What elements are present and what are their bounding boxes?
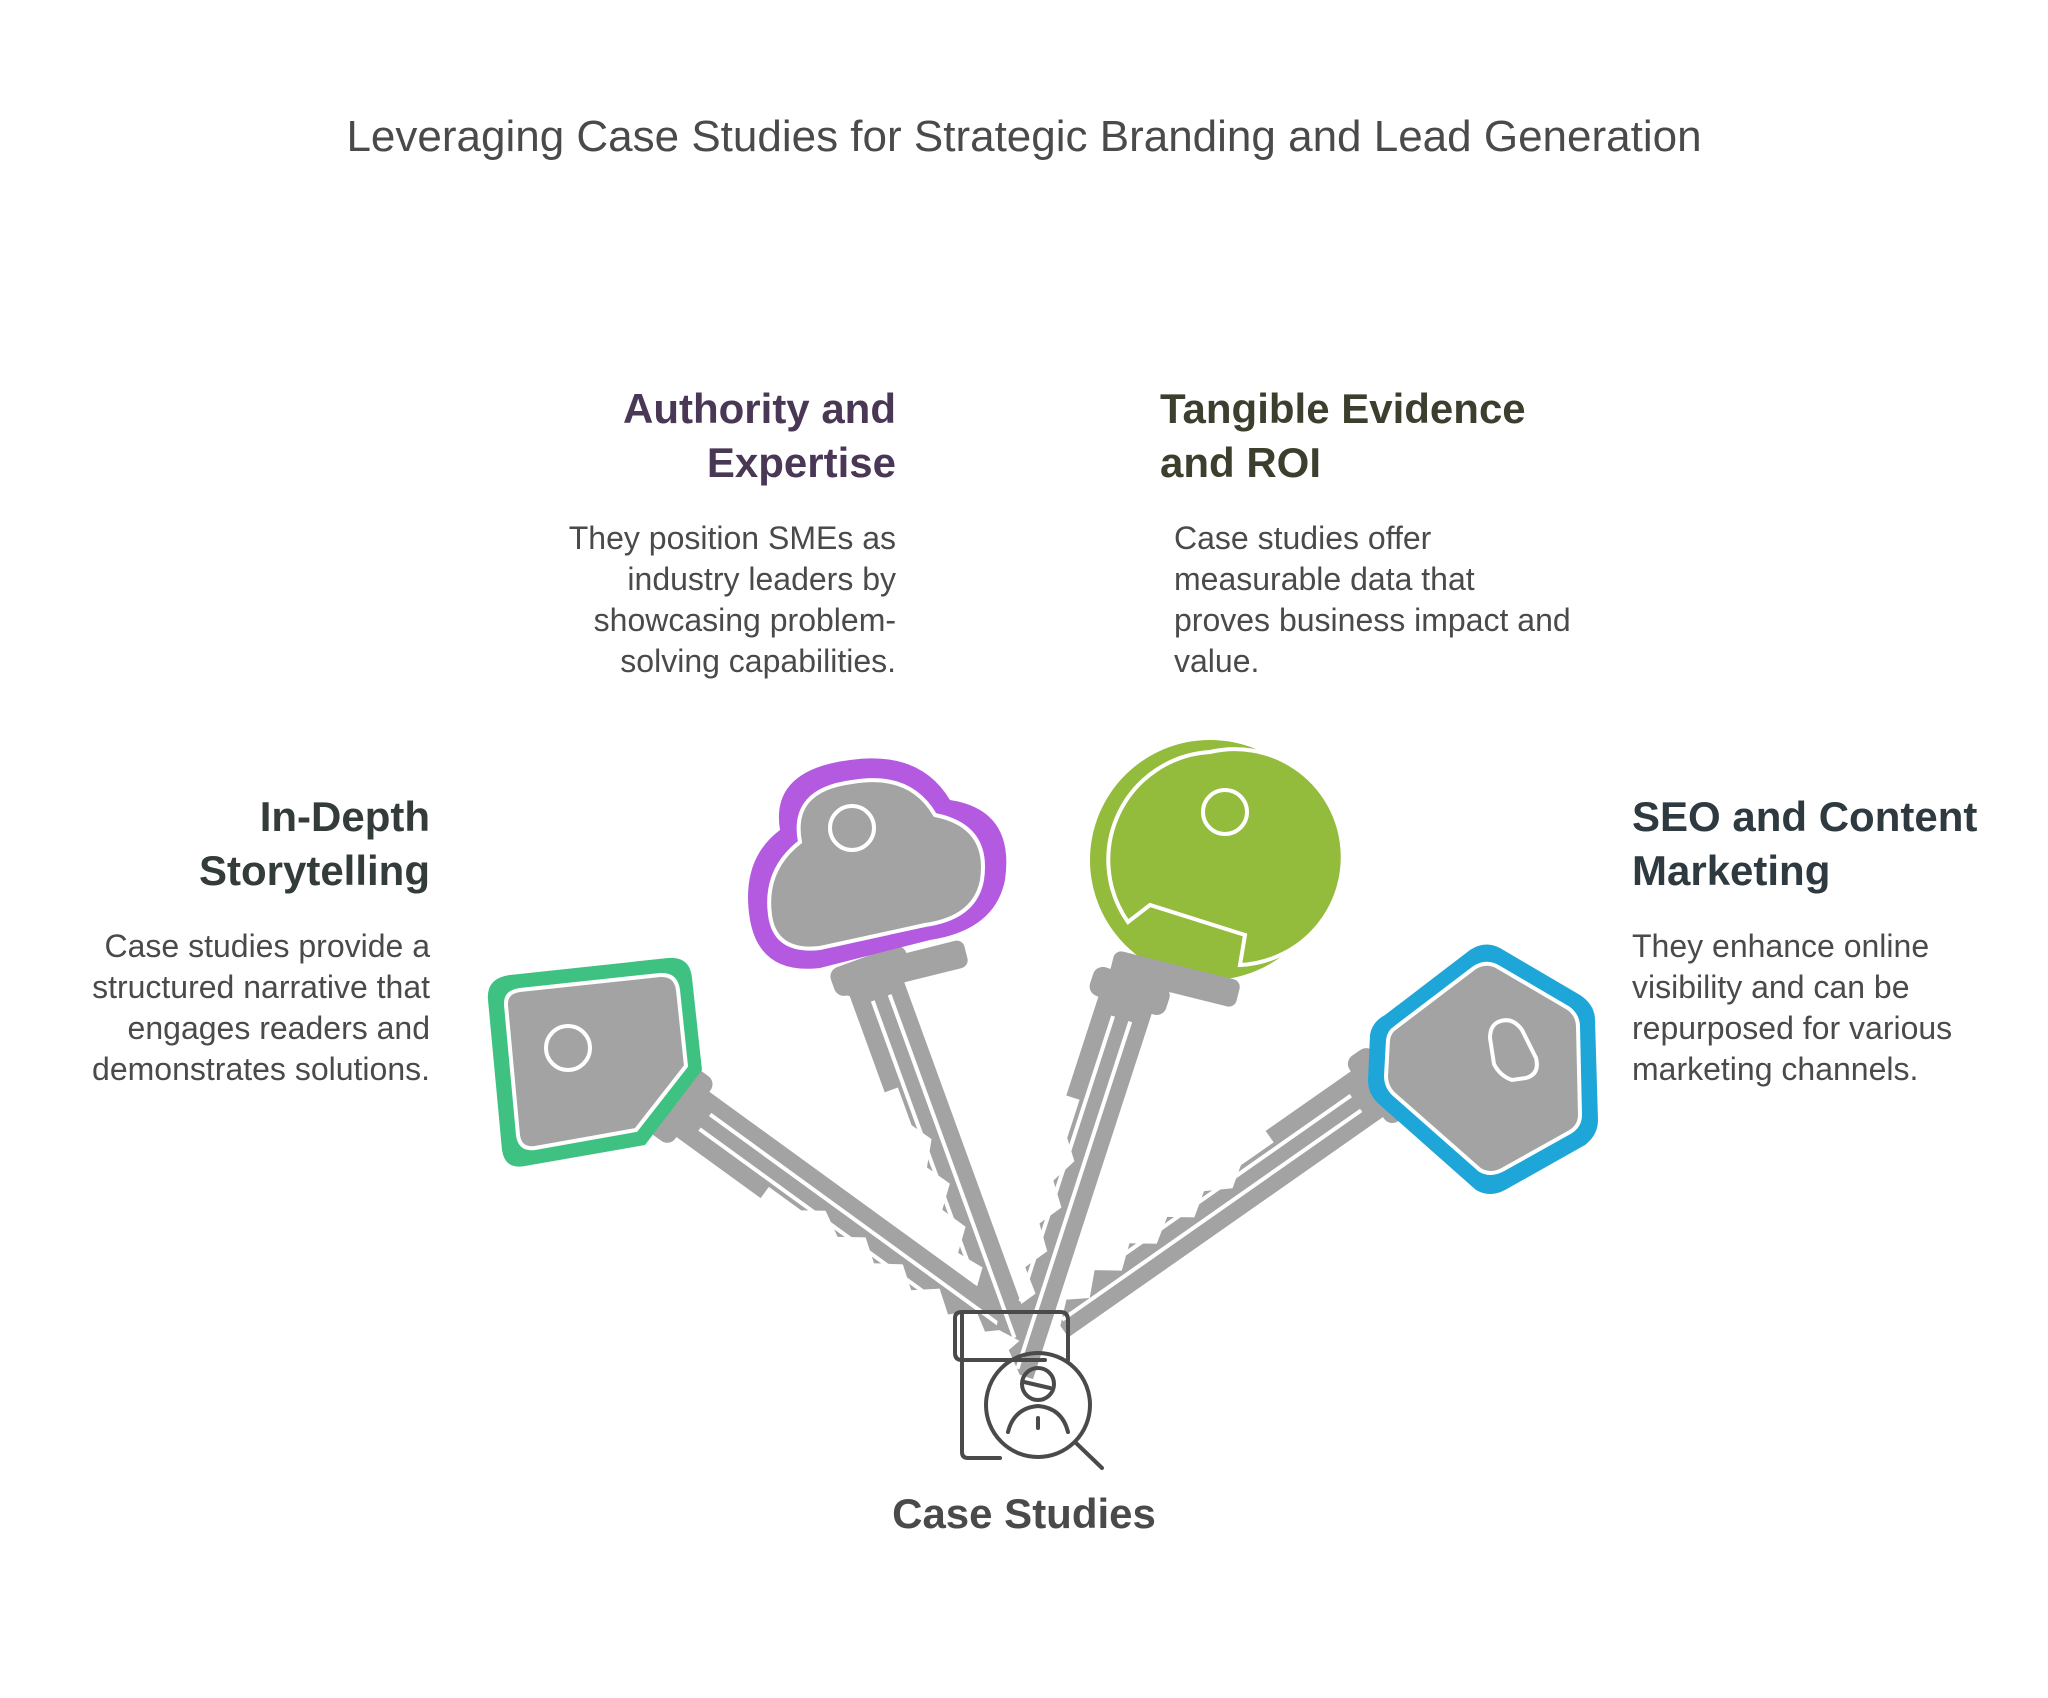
- diagram-title: Leveraging Case Studies for Strategic Br…: [346, 112, 1702, 161]
- key-storytelling: [487, 957, 1027, 1373]
- key-evidence: [966, 740, 1345, 1385]
- storytelling-heading: In-Depth Storytelling: [198, 793, 430, 894]
- seo-description: They enhance online visibility and can b…: [1632, 928, 1953, 1087]
- evidence-description: Case studies offer measurable data that …: [1174, 520, 1571, 679]
- authority-heading: Authority and Expertise: [623, 385, 896, 486]
- storytelling-description: Case studies provide a structured narrat…: [92, 928, 430, 1087]
- key-seo: [1027, 944, 1598, 1350]
- case-studies-label: Case Studies: [892, 1490, 1156, 1537]
- seo-heading: SEO and Content Marketing: [1632, 793, 1978, 894]
- key-authority: [748, 758, 1047, 1362]
- authority-description: They position SMEs as industry leaders b…: [568, 520, 896, 679]
- case-study-search-icon: [953, 1310, 1104, 1470]
- evidence-heading: Tangible Evidence and ROI: [1160, 385, 1526, 486]
